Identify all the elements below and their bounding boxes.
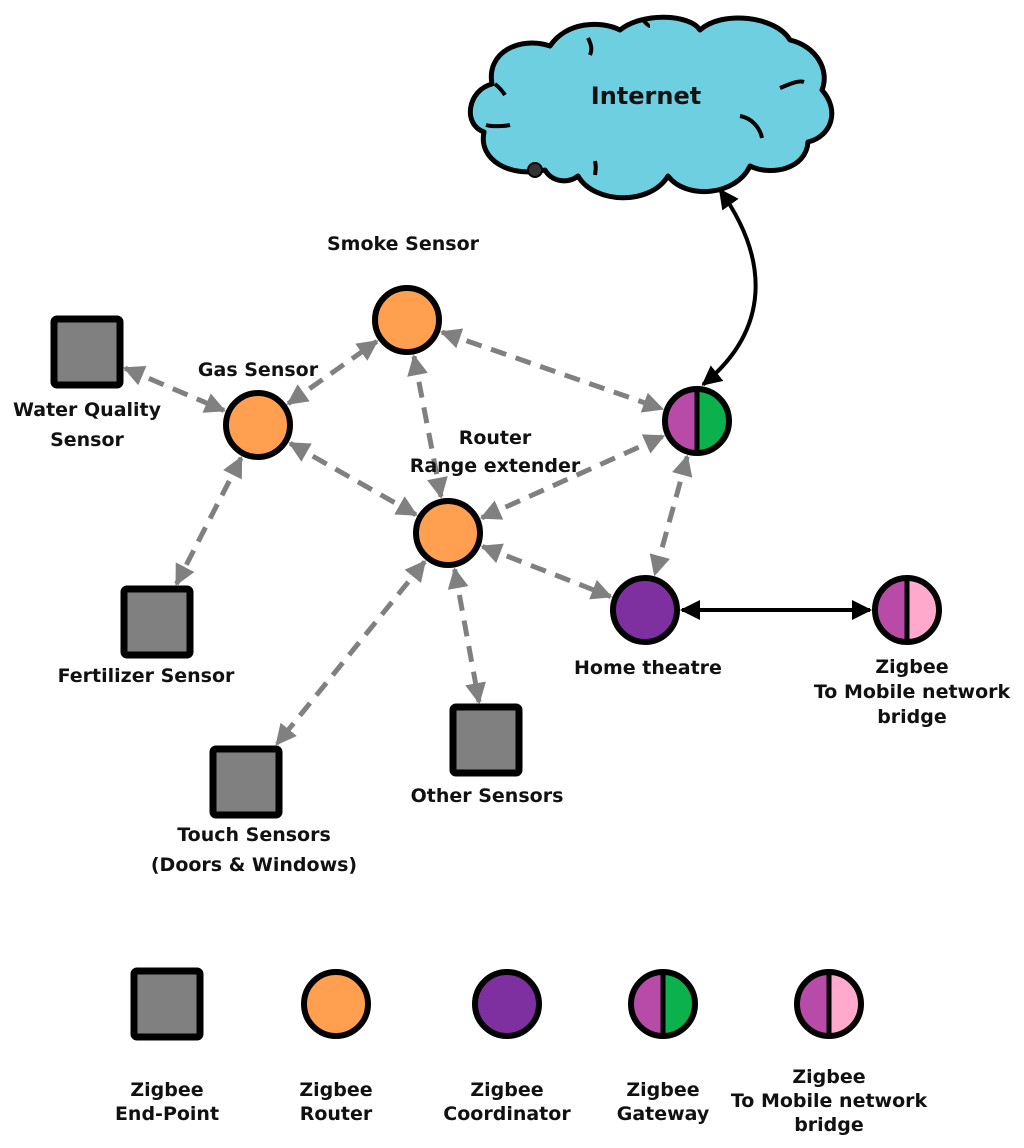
legend-label: End-Point: [115, 1103, 219, 1125]
gateway-circle-icon: [628, 969, 698, 1039]
router-circle-icon: [223, 390, 293, 460]
router-circle-icon: [372, 285, 442, 355]
node-gas: Gas Sensor: [198, 359, 319, 460]
legend-label: Gateway: [617, 1103, 710, 1125]
internet-label: Internet: [591, 82, 701, 110]
link-router-touch: [274, 560, 427, 746]
endpoint-square-icon: [449, 703, 523, 777]
node-label: (Doors & Windows): [151, 854, 357, 876]
node-label: Other Sensors: [411, 785, 564, 807]
node-label: To Mobile network: [814, 681, 1011, 703]
router-circle-icon: [413, 498, 483, 568]
legend-label: To Mobile network: [731, 1090, 928, 1112]
coordinator-circle-icon: [610, 575, 680, 645]
link-water-gas: [123, 365, 226, 413]
bridge-left-half: [875, 578, 907, 642]
legend-label: Coordinator: [443, 1103, 571, 1125]
endpoint-square-icon: [209, 745, 283, 819]
cloud-port-icon: [527, 162, 543, 178]
node-label: Touch Sensors: [177, 824, 331, 846]
link-router-gateway: [479, 433, 666, 521]
node-label: Water Quality: [13, 399, 162, 421]
router-circle-icon: [301, 969, 371, 1039]
legend-label: Zigbee: [792, 1066, 865, 1088]
node-label: Zigbee: [875, 656, 948, 678]
links-layer: [123, 188, 872, 746]
node-bridge: Zigbee To Mobile network bridge: [814, 575, 1011, 728]
node-label: Router: [459, 427, 532, 449]
bridge-left-half: [797, 972, 829, 1036]
endpoint-square-icon: [120, 585, 194, 659]
legend-label: Zigbee: [130, 1079, 203, 1101]
node-touch: Touch Sensors (Doors & Windows): [151, 745, 357, 876]
node-gateway: [662, 386, 732, 456]
node-label: Range extender: [410, 455, 581, 477]
node-label: Sensor: [50, 429, 124, 451]
legend-label: Zigbee: [470, 1079, 543, 1101]
coordinator-circle-icon: [472, 969, 542, 1039]
gateway-right-half: [663, 972, 695, 1036]
link-smoke-router: [407, 354, 448, 499]
bridge-circle-icon: [872, 575, 942, 645]
link-router-other: [447, 567, 486, 705]
node-label: Gas Sensor: [198, 359, 319, 381]
gateway-left-half: [631, 972, 663, 1036]
link-gas-smoke: [286, 339, 379, 406]
node-label: Home theatre: [574, 657, 722, 679]
legend: ZigbeeEnd-PointZigbeeRouterZigbeeCoordin…: [115, 967, 928, 1136]
bridge-right-half: [829, 972, 861, 1036]
node-label: bridge: [877, 706, 947, 728]
bridge-circle-icon: [794, 969, 864, 1039]
internet-cloud: Internet: [467, 14, 835, 201]
endpoint-square-icon: [50, 315, 124, 389]
legend-label: Zigbee: [626, 1079, 699, 1101]
node-other: Other Sensors: [411, 703, 564, 807]
link-smoke-gateway: [439, 328, 665, 413]
node-label: Smoke Sensor: [327, 233, 480, 255]
legend-label: bridge: [794, 1114, 864, 1136]
cloud-shape: [467, 14, 835, 201]
gateway-left-half: [665, 389, 697, 453]
node-label: Fertilizer Sensor: [58, 665, 235, 687]
gateway-circle-icon: [662, 386, 732, 456]
link-gas-router: [288, 441, 418, 517]
link-router-home: [480, 543, 613, 600]
link-gateway-home: [649, 454, 693, 577]
node-fertilizer: Fertilizer Sensor: [58, 585, 235, 687]
link-gateway-internet: [701, 188, 758, 387]
gateway-right-half: [697, 389, 729, 453]
bridge-right-half: [907, 578, 939, 642]
node-home: Home theatre: [574, 575, 722, 679]
legend-label: Router: [300, 1103, 373, 1125]
endpoint-square-icon: [130, 967, 204, 1041]
legend-label: Zigbee: [299, 1079, 372, 1101]
link-gas-fertilizer: [174, 456, 244, 586]
node-smoke: Smoke Sensor: [327, 233, 480, 355]
